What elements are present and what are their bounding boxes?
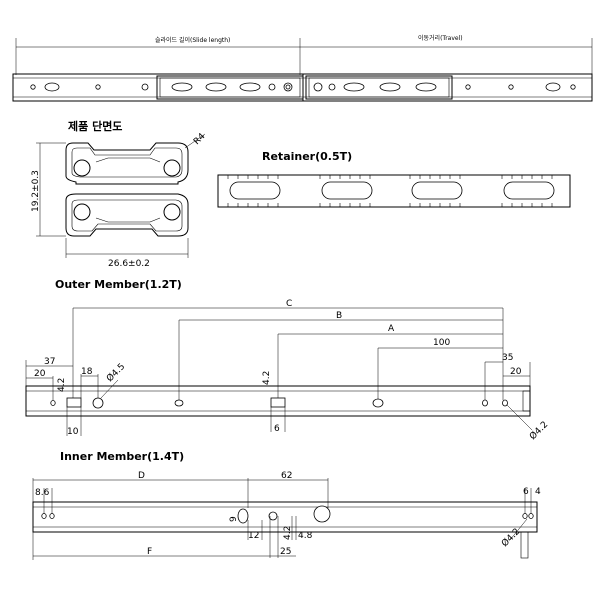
inner-dim-8-6: 8.6	[35, 488, 50, 498]
inner-dim-25: 25	[280, 547, 291, 557]
outer-dim-4-2-left: 4.2	[57, 378, 67, 392]
outer-dim-37: 37	[44, 357, 55, 367]
inner-dim-9: 9	[229, 516, 239, 522]
outer-dim-20-left: 20	[34, 369, 46, 379]
section-width-dim: 26.6±0.2	[108, 259, 150, 269]
outer-dim-b: B	[336, 311, 342, 321]
outer-dim-c: C	[286, 299, 292, 309]
inner-dim-6: 6	[523, 487, 529, 497]
section-height-dim: 19.2±0.3	[31, 170, 41, 212]
retainer-title: Retainer(0.5T)	[262, 150, 352, 163]
slide-length-label: 슬라이드 길이(Slide length)	[155, 36, 230, 44]
outer-dim-6: 6	[274, 424, 280, 434]
inner-dim-f: F	[147, 547, 152, 557]
inner-dim-4-8: 4.8	[298, 531, 313, 541]
cross-section-view: 제품 단면도 19.2±0.3 26.6±0.2 R4	[31, 119, 208, 269]
inner-dim-4: 4	[535, 487, 541, 497]
inner-dim-12: 12	[248, 531, 259, 541]
section-radius-dim: R4	[192, 131, 208, 147]
outer-member-view: Outer Member(1.2T) C B A 100 35	[25, 278, 550, 442]
outer-title: Outer Member(1.2T)	[55, 278, 182, 291]
outer-dim-dia-4-5: Ø4.5	[104, 361, 127, 384]
outer-dim-18: 18	[81, 367, 93, 377]
inner-dim-dia-4-2: Ø4.2	[499, 526, 522, 549]
outer-dim-100: 100	[433, 338, 450, 348]
section-title: 제품 단면도	[68, 119, 122, 133]
assembly-view: 슬라이드 길이(Slide length) 이동거리(Travel)	[12, 34, 593, 102]
inner-dim-d: D	[138, 471, 145, 481]
retainer-notches	[227, 175, 553, 207]
outer-dim-dia-4-2: Ø4.2	[527, 419, 550, 442]
outer-dim-4-2-center: 4.2	[262, 371, 272, 385]
retainer-view: Retainer(0.5T)	[217, 150, 571, 208]
outer-dim-35: 35	[502, 353, 513, 363]
inner-title: Inner Member(1.4T)	[60, 450, 184, 463]
inner-member-view: Inner Member(1.4T) D 62 8.6 6 4 9 12	[32, 450, 541, 560]
outer-dim-20-right: 20	[510, 367, 522, 377]
travel-label: 이동거리(Travel)	[418, 34, 463, 42]
outer-dim-a: A	[388, 324, 395, 334]
inner-dim-4-2: 4.2	[283, 526, 293, 540]
outer-dim-10: 10	[67, 427, 79, 437]
inner-dim-62: 62	[281, 471, 292, 481]
